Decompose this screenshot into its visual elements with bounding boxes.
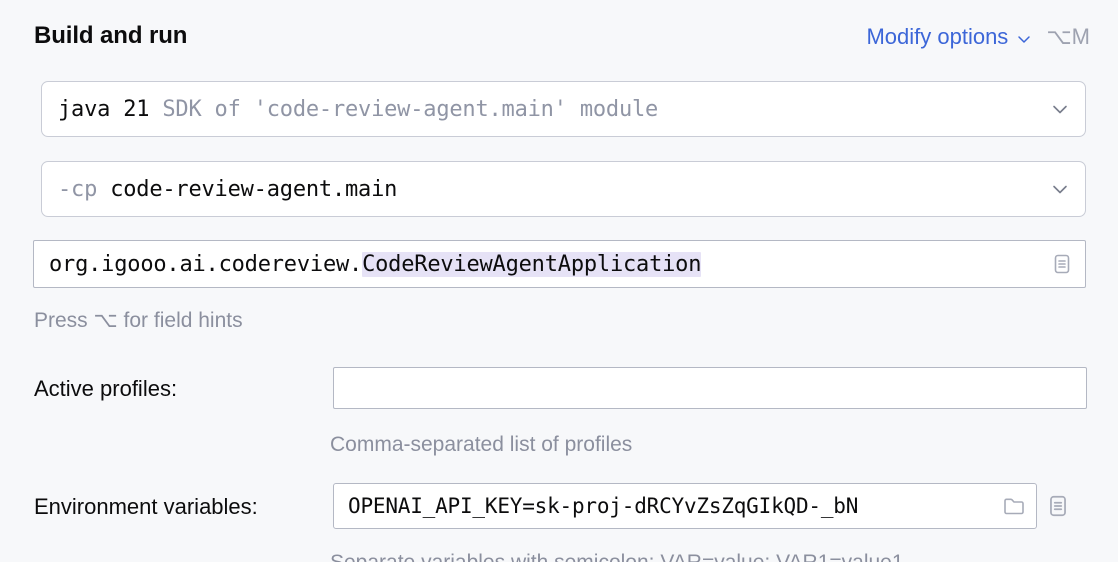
environment-variables-input[interactable]: OPENAI_API_KEY=sk-proj-dRCYvZsZqGIkQD-_b… [333, 483, 1037, 529]
chevron-down-icon [1016, 31, 1032, 47]
sdk-value-primary: java 21 [58, 96, 150, 122]
document-list-icon[interactable] [1048, 250, 1076, 278]
main-class-value: org.igooo.ai.codereview.CodeReviewAgentA… [34, 251, 702, 277]
main-class-input[interactable]: org.igooo.ai.codereview.CodeReviewAgentA… [33, 240, 1086, 288]
classpath-flag: -cp [58, 176, 98, 202]
page-title: Build and run [34, 22, 188, 49]
main-class-selected-text: CodeReviewAgentApplication [362, 251, 702, 277]
environment-variables-label: Environment variables: [34, 494, 258, 519]
environment-variables-helper: Separate variables with semicolon: VAR=v… [330, 551, 904, 562]
sdk-value-secondary: SDK of 'code-review-agent.main' module [162, 96, 659, 122]
classpath-select[interactable]: -cp code-review-agent.main [41, 161, 1086, 217]
main-class-package: org.igooo.ai.codereview. [49, 251, 363, 277]
sdk-select[interactable]: java 21 SDK of 'code-review-agent.main' … [41, 81, 1086, 137]
field-hints-text: Press ⌥ for field hints [34, 309, 243, 332]
chevron-down-icon[interactable] [1047, 96, 1073, 122]
folder-icon[interactable] [1000, 492, 1028, 520]
sdk-value: java 21 SDK of 'code-review-agent.main' … [42, 97, 658, 122]
chevron-down-icon[interactable] [1047, 176, 1073, 202]
modify-options-button[interactable]: Modify options [866, 24, 1032, 50]
environment-variables-expand-icon[interactable] [1044, 492, 1072, 520]
active-profiles-label: Active profiles: [34, 376, 178, 401]
environment-variables-value: OPENAI_API_KEY=sk-proj-dRCYvZsZqGIkQD-_b… [348, 494, 859, 518]
modify-options-shortcut: ⌥M [1046, 24, 1090, 49]
panel-header: Build and run Modify options ⌥M [0, 0, 1118, 72]
modify-options-label: Modify options [866, 24, 1009, 49]
header-actions: Modify options ⌥M [866, 24, 1090, 50]
classpath-value: -cp code-review-agent.main [42, 177, 397, 202]
active-profiles-input[interactable] [333, 367, 1087, 409]
active-profiles-helper: Comma-separated list of profiles [330, 433, 633, 456]
classpath-module: code-review-agent.main [110, 176, 398, 202]
